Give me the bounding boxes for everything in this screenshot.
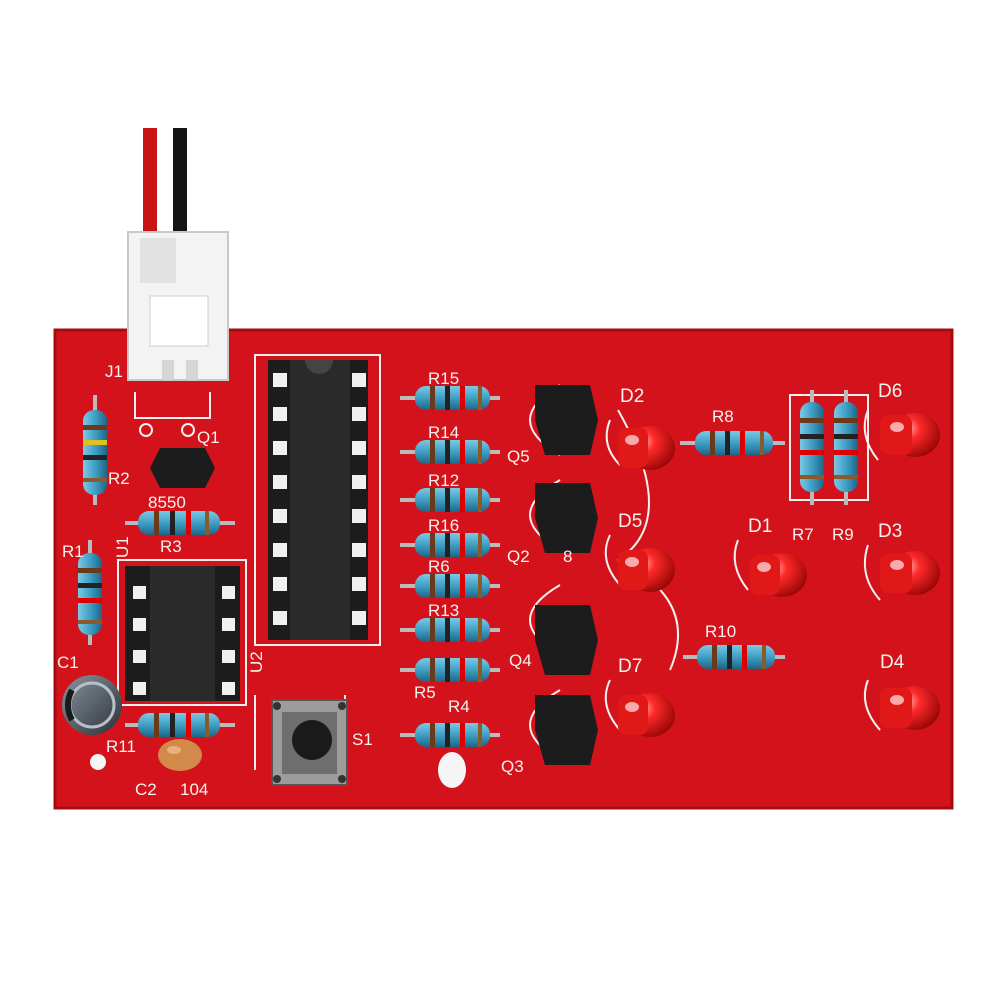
label-j1: J1 — [105, 362, 123, 381]
label-q4: Q4 — [509, 651, 532, 670]
resistor-r8 — [680, 431, 785, 455]
resistor-r12 — [400, 488, 500, 512]
label-r8: R8 — [712, 407, 734, 426]
label-r6: R6 — [428, 557, 450, 576]
resistor-r10 — [683, 645, 785, 669]
led-d2 — [618, 426, 675, 470]
mounting-hole — [438, 752, 466, 788]
label-d4: D4 — [880, 652, 905, 673]
led-d1 — [750, 553, 807, 597]
ic-u2 — [268, 360, 368, 640]
label-c2: C2 — [135, 780, 157, 799]
led-d5 — [618, 548, 675, 592]
transistor-q1 — [150, 448, 215, 488]
power-wires — [143, 128, 187, 240]
capacitor-c1 — [62, 675, 122, 735]
resistor-r1 — [78, 540, 102, 645]
resistor-r14 — [400, 440, 500, 464]
label-r11: R11 — [106, 737, 136, 756]
resistors — [78, 386, 858, 747]
label-r15: R15 — [428, 369, 459, 388]
transistor-q2 — [535, 483, 598, 553]
label-q1-part: 8550 — [148, 493, 186, 512]
label-r14: R14 — [428, 423, 459, 442]
label-u2: U2 — [247, 651, 266, 673]
led-d7 — [618, 693, 675, 737]
label-r16: R16 — [428, 516, 459, 535]
label-u1: U1 — [113, 536, 132, 558]
silkscreen-labels: J1 Q1 8550 R2 R1 R3 U1 U2 C1 R11 C2 104 … — [57, 362, 905, 799]
label-r4: R4 — [448, 697, 470, 716]
resistor-r6 — [400, 574, 500, 598]
label-d1: D1 — [748, 516, 772, 537]
led-d6 — [880, 413, 940, 457]
label-r5: R5 — [414, 683, 436, 702]
label-r7: R7 — [792, 525, 814, 544]
push-button-s1[interactable] — [271, 699, 348, 786]
led-d3 — [880, 551, 940, 595]
label-r1: R1 — [62, 542, 84, 561]
resistor-r15 — [400, 386, 500, 410]
label-d3: D3 — [878, 521, 902, 542]
label-r10: R10 — [705, 622, 736, 641]
resistor-r7 — [800, 390, 824, 505]
label-d2: D2 — [620, 386, 644, 407]
resistor-r2 — [83, 395, 107, 505]
label-q3: Q3 — [501, 757, 524, 776]
label-c2-value: 104 — [180, 780, 208, 799]
transistor-q5 — [535, 385, 598, 455]
capacitor-c2 — [158, 739, 202, 771]
label-pin8: 8 — [563, 547, 572, 566]
led-d4 — [880, 686, 940, 730]
mounting-hole — [90, 754, 106, 770]
resistor-r5 — [400, 658, 500, 682]
label-r3: R3 — [160, 537, 182, 556]
label-c1: C1 — [57, 653, 79, 672]
label-q2: Q2 — [507, 547, 530, 566]
transistor-q3 — [535, 695, 598, 765]
label-d6: D6 — [878, 381, 902, 402]
leds — [618, 413, 940, 737]
label-r2: R2 — [108, 469, 130, 488]
resistor-r3 — [125, 511, 235, 535]
label-r12: R12 — [428, 471, 459, 490]
label-d5: D5 — [618, 511, 642, 532]
label-s1: S1 — [352, 730, 373, 749]
label-r13: R13 — [428, 601, 459, 620]
label-d7: D7 — [618, 656, 642, 677]
jst-connector — [127, 231, 229, 381]
resistor-r13 — [400, 618, 500, 642]
resistor-r11 — [125, 713, 235, 737]
label-r9: R9 — [832, 525, 854, 544]
resistor-r16 — [400, 533, 500, 557]
resistor-r9 — [834, 390, 858, 505]
transistor-q4 — [535, 605, 598, 675]
label-q5: Q5 — [507, 447, 530, 466]
label-q1: Q1 — [197, 428, 220, 447]
resistor-r4 — [400, 723, 500, 747]
ic-u1 — [117, 559, 247, 706]
